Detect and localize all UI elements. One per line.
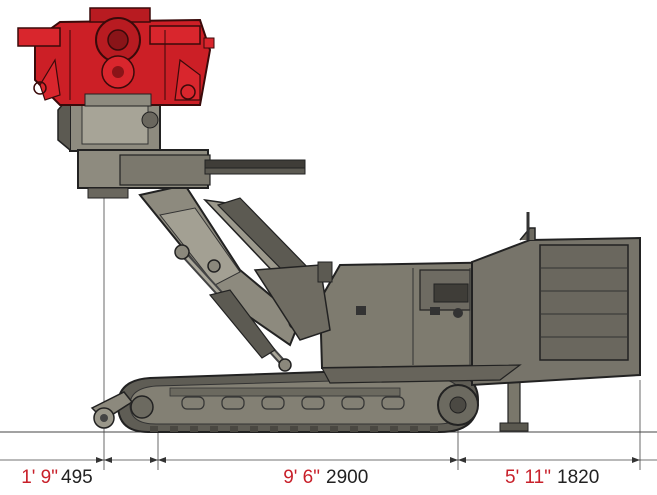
rotary-head <box>17 7 215 107</box>
dim-arrow <box>150 457 158 463</box>
dimension-imperial: 5' 11" <box>505 467 551 488</box>
dimension-imperial: 1' 9" <box>21 467 58 488</box>
dim-arrow <box>450 457 458 463</box>
rear-stabilizer <box>499 374 529 432</box>
crawler-track <box>116 366 480 433</box>
dim-arrow <box>96 457 104 463</box>
dimension-metric: 2900 <box>326 467 368 488</box>
drill-carriage <box>57 95 306 199</box>
boom-arm <box>138 183 333 372</box>
dimension-metric: 1820 <box>557 467 599 488</box>
dimension-imperial: 9' 6" <box>283 467 320 488</box>
dimension-metric: 495 <box>61 467 93 488</box>
dim-arrow <box>632 457 640 463</box>
power-pack-body <box>318 212 641 387</box>
dimension-label-rear-overhang: 5' 11" 1820 <box>505 467 599 488</box>
dim-arrow <box>158 457 166 463</box>
dimension-label-track-length: 9' 6" 2900 <box>283 467 368 488</box>
dim-arrow <box>458 457 466 463</box>
dim-arrow <box>104 457 112 463</box>
front-stabilizer <box>90 391 134 429</box>
dimension-label-front-overhang: 1' 9" 495 <box>21 467 93 488</box>
